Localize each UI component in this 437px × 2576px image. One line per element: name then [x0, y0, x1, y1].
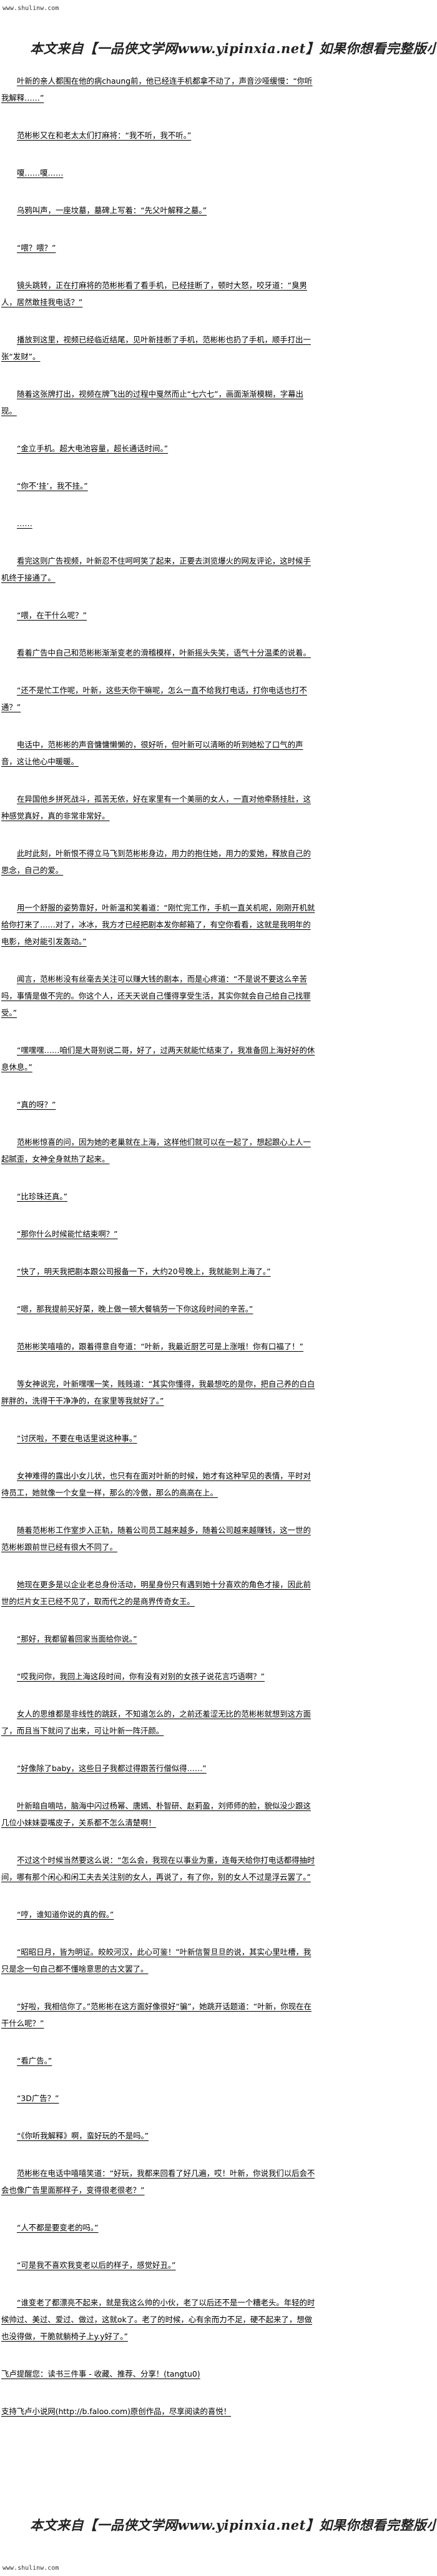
paragraph: 范彬彬在电话中嘻嘻笑道：“好玩，我都来回看了好几遍，哎！叶新，你说我们以后会不会…	[1, 2169, 315, 2195]
paragraph: “那你什么时候能忙结束啊？”	[17, 1229, 118, 1239]
paragraph: “快了，明天我把剧本跟公司报备一下，大约20号晚上，我就能到上海了。”	[17, 1267, 271, 1276]
paragraph: 叶新暗自嘀咕，脑海中闪过杨幂、唐嫣、朴智研、赵莉盈，刘师师的脸，貌似没少跟这几位…	[1, 1801, 311, 1827]
paragraph: “喂？喂？”	[17, 243, 56, 252]
paragraph: 随着范彬彬工作室步入正轨，随着公司员工越来越多，随着公司越来越赚钱，这一世的范彬…	[1, 1525, 311, 1552]
paragraph: “人不都是要变老的吗。”	[17, 2223, 99, 2232]
paragraph: 叶新的亲人都围在他的病chaung前，他已经连手机都拿不动了，声音沙哑缓慢：“你…	[1, 76, 313, 102]
paragraph: “金立手机。超大电池容量，超长通话时间。”	[17, 444, 169, 453]
paragraph: 闻言，范彬彬没有丝毫去关注可以赚大钱的剧本，而是心疼道：“不是说不要这么辛苦吗，…	[1, 974, 311, 1017]
paragraph: “嗯，那我提前买好菜，晚上做一顿大餐犒劳一下你这段时间的辛苦。”	[17, 1304, 253, 1314]
reading-reminder: 飞卢提醒您：读书三件事 - 收藏、推荐、分享！(tangtu0)	[1, 2369, 200, 2379]
paragraph: 镜头跳转，正在打麻将的范彬彬看了看手机，已经挂断了，顿时大怒，咬牙道：“臭男人，…	[1, 281, 307, 307]
paragraph: 范彬彬惊喜的问，因为她的老巢就在上海，这样他们就可以在一起了，想起跟心上人一起腻…	[1, 1137, 311, 1164]
paragraph: 播放到这里，视频已经临近结尾，见叶新挂断了手机，范彬彬也扔了手机，顺手打出一张“…	[1, 335, 311, 361]
paragraph: 嗄……嗄……	[17, 168, 64, 177]
paragraph: “看广告。”	[17, 2056, 52, 2065]
paragraph: “比珍珠还真。”	[17, 1192, 67, 1201]
support-note[interactable]: 支持飞卢小说网(http://b.faloo.com)原创作品，尽享阅读的喜悦！	[1, 2407, 231, 2416]
paragraph: 她现在更多是以企业老总身份活动，明星身份只有遇到她十分喜欢的角色才接，因此前世的…	[1, 1580, 311, 1606]
paragraph: 女人的思维都是非线性的跳跃，不知道怎么的，之前还羞涩无比的范彬彬就想到这方面了，…	[1, 1709, 311, 1735]
paragraph: 女神难得的露出小女儿状，也只有在面对叶新的时候，她才有这种罕见的表情，平时对待员…	[1, 1471, 311, 1497]
paragraph: “嘿嘿嘿……咱们是大哥别说二哥，好了，过两天就能忙结束了，我准备回上海好好的休息…	[1, 1046, 315, 1072]
paragraph: “那好，我都留着回家当面给你说。”	[17, 1634, 137, 1644]
paragraph: “谁变老了都漂亮不起来，就是我这么帅的小伙，老了以后还不是一个糟老头。年轻的时候…	[1, 2298, 315, 2341]
paragraph: “昭昭日月，皆为明证。皎皎河汉，此心可鉴！”叶新信誓旦旦的说，其实心里吐槽，我只…	[1, 1947, 312, 1974]
paragraph: “哎我问你，我回上海这段时间，你有没有对别的女孩子说花言巧语啊？”	[17, 1672, 265, 1681]
paragraph: “好像除了baby，这些日子我都过得跟苦行僧似得……”	[17, 1764, 207, 1773]
source-banner-footer: 本文来自【一品侠文学网www.yipinxia.net】如果你想看完整版小说，请	[30, 2517, 437, 2533]
site-url-footer: www.shulinw.com	[2, 2565, 59, 2572]
paragraph: ……	[17, 519, 32, 528]
paragraph: “好啦，我相信你了。”范彬彬在这方面好像很好“骗”，她跳开话题道：“叶新，你现在…	[1, 2002, 312, 2028]
paragraph: “你不‘挂’，我不挂。”	[17, 481, 88, 491]
paragraph: “哼，谁知道你说的真的假。”	[17, 1910, 114, 1919]
paragraph: 范彬彬笑嘻嘻的，跟着得意自夸道：“叶新，我最近厨艺可是上涨哦！你有口福了！”	[17, 1342, 303, 1351]
paragraph: 看完这则广告视频，叶新忍不住呵呵笑了起来，正要去浏览爆火的网友评论，这时候手机终…	[1, 556, 311, 582]
paragraph: 在异国他乡拼死战斗，孤苦无依，好在家里有一个美丽的女人，一直对他牵肠挂肚，这种感…	[1, 794, 311, 821]
paragraph: 乌鸦叫声，一座坟墓，墓碑上写着：“先父叶解释之墓。”	[17, 206, 207, 215]
paragraph: 范彬彬又在和老太太们打麻将：“我不听，我不听。”	[17, 131, 192, 140]
paragraph: “还不是忙工作呢，叶新，这些天你干嘛呢，怎么一直不给我打电话，打你电话也打不通？…	[1, 686, 307, 712]
paragraph: 电话中，范彬彬的声音慵慵懒懒的，很好听，但叶新可以清晰的听到她松了口气的声音，这…	[1, 740, 303, 766]
paragraph: “喂，在干什么呢？”	[17, 611, 87, 620]
paragraph: 不过这个时候当然要这么说：“怎么会，我现在以事业为重，连每天给你打电话都得抽时间…	[1, 1855, 315, 1882]
paragraph: “可是我不喜欢我变老以后的样子，感觉好丑。”	[17, 2260, 176, 2270]
paragraph: 用一个舒服的姿势靠好，叶新温和笑着道：“刚忙完工作，手机一直关机呢，刚刚开机就给…	[1, 903, 315, 946]
paragraph: “真的呀？”	[17, 1100, 56, 1109]
paragraph: 等女神说完，叶新嘿嘿一笑，贱贱道：“其实你懂得，我最想吃的是你，把自己养的白白胖…	[1, 1379, 315, 1405]
paragraph: 随着这张牌打出，视频在牌飞出的过程中戛然而止“七六七”，画面渐渐模糊，字幕出现。	[1, 389, 303, 416]
paragraph: 此时此刻，叶新恨不得立马飞到范彬彬身边，用力的抱住她，用力的爱她，释放自己的思念…	[1, 849, 311, 875]
source-banner: 本文来自【一品侠文学网www.yipinxia.net】如果你想看完整版小说，请	[30, 41, 437, 56]
paragraph: 看着广告中自己和范彬彬渐渐变老的滑稽模样，叶新摇头失笑，语气十分温柔的说着。	[17, 648, 311, 657]
paragraph: “《你听我解释》啊，蛮好玩的不是吗。”	[17, 2131, 149, 2140]
paragraph: “讨厌啦，不要在电话里说这种事。”	[17, 1434, 137, 1443]
site-url: www.shulinw.com	[2, 5, 59, 12]
paragraph: “3D广告？”	[17, 2094, 59, 2103]
article-body: 叶新的亲人都围在他的病chaung前，他已经连手机都拿不动了，声音沙哑缓慢：“你…	[1, 72, 317, 2440]
